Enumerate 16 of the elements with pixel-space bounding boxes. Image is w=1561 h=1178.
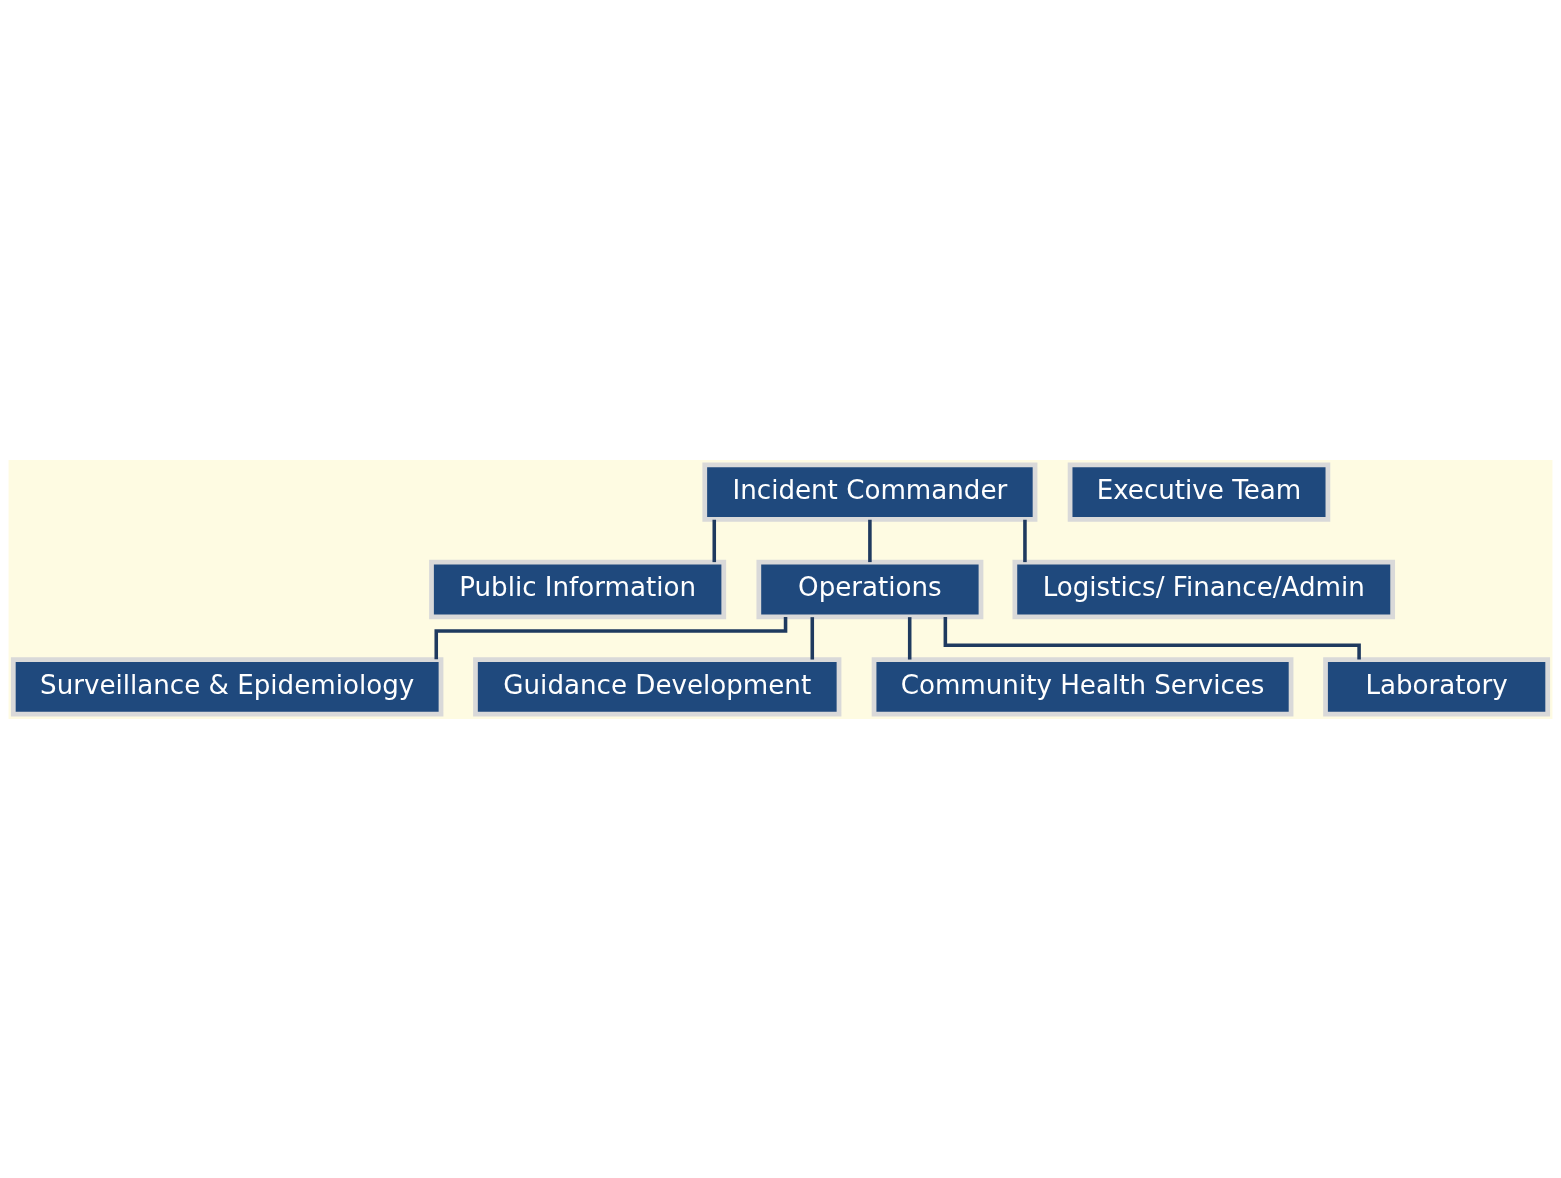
node-box: Executive Team xyxy=(1067,461,1331,522)
node-box: Logistics/ Finance/Admin xyxy=(1012,559,1396,619)
node-box: Incident Commander xyxy=(702,461,1038,522)
node-box: Surveillance & Epidemiology xyxy=(10,656,444,717)
node-box: Guidance Development xyxy=(473,656,842,717)
connector xyxy=(434,616,788,659)
connector xyxy=(868,519,872,562)
connector xyxy=(712,519,717,562)
node-box: Laboratory xyxy=(1323,656,1551,717)
connector xyxy=(810,616,815,660)
node-box: Community Health Services xyxy=(871,656,1294,717)
connector xyxy=(907,616,912,660)
node-box: Public Information xyxy=(429,559,727,619)
node-box: Operations xyxy=(756,559,984,619)
connector xyxy=(943,616,1361,659)
connector xyxy=(1023,519,1027,562)
